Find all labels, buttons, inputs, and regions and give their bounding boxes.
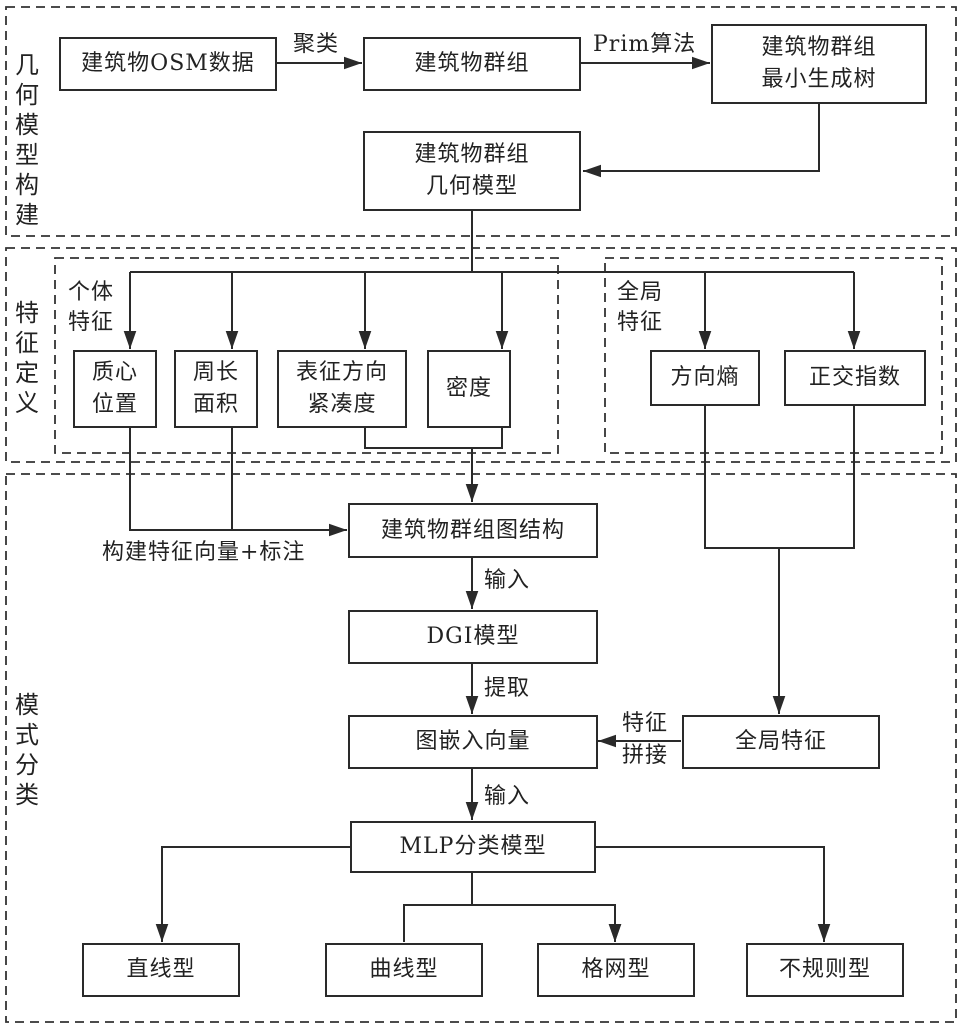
edge-global-merge (704, 405, 855, 549)
node-line: 位置 (91, 392, 138, 417)
node-perimeter-area[interactable]: 周长 面积 (174, 350, 258, 428)
edge-label-prim: Prim算法 (593, 32, 697, 57)
node-orthogonal-index[interactable]: 正交指数 (784, 350, 926, 406)
section-label-classify: 模式分类 (15, 691, 39, 809)
node-building-group[interactable]: 建筑物群组 (363, 37, 581, 91)
section-label-feature: 特征定义 (15, 299, 39, 417)
node-line: 建筑物群组 (414, 142, 530, 167)
node-global-features[interactable]: 全局特征 (682, 715, 880, 769)
node-line: 几何模型 (425, 174, 518, 199)
edge-label-input-1: 输入 (484, 568, 531, 593)
section-classify-frame (5, 473, 957, 1023)
group-label-line: 全局 (617, 280, 664, 305)
node-graph-structure[interactable]: 建筑物群组图结构 (348, 503, 598, 558)
edge-label-line: 特征 (622, 711, 669, 736)
edge-label-extract: 提取 (484, 676, 531, 701)
node-line: 紧凑度 (307, 392, 377, 417)
edge-to-straight (155, 846, 350, 942)
node-geometry-model[interactable]: 建筑物群组 几何模型 (363, 131, 581, 211)
edge-label-line: 拼接 (622, 743, 669, 768)
edge-to-curve (403, 904, 622, 942)
group-label-individual: 个体 特征 (68, 278, 114, 338)
edge-to-irregular (595, 846, 831, 942)
edge-label-concat: 特征 拼接 (622, 708, 668, 772)
node-curve-type[interactable]: 曲线型 (325, 943, 483, 997)
edge-label-cluster: 聚类 (293, 32, 340, 57)
node-line: 质心 (91, 360, 138, 385)
group-global-frame (604, 257, 943, 454)
section-label-geometry: 几何模型构建 (15, 51, 39, 229)
node-dgi-model[interactable]: DGI模型 (348, 610, 598, 664)
node-mst[interactable]: 建筑物群组 最小生成树 (711, 24, 927, 104)
node-irregular-type[interactable]: 不规则型 (746, 943, 904, 997)
group-label-line: 特征 (68, 310, 115, 335)
section-geometry-frame (5, 6, 957, 237)
group-label-line: 特征 (617, 310, 664, 335)
node-straight-type[interactable]: 直线型 (82, 943, 240, 997)
group-label-line: 个体 (68, 280, 115, 305)
node-line: 面积 (192, 392, 239, 417)
edge-mst-geom (583, 103, 820, 178)
node-grid-type[interactable]: 格网型 (537, 943, 695, 997)
node-centroid[interactable]: 质心 位置 (73, 350, 157, 428)
group-label-global: 全局 特征 (617, 278, 663, 338)
group-individual-frame (54, 257, 559, 454)
node-density[interactable]: 密度 (427, 350, 511, 428)
node-direction-entropy[interactable]: 方向熵 (650, 350, 760, 406)
section-feature-frame (5, 247, 957, 463)
edge-label-build-vector: 构建特征向量+标注 (102, 540, 306, 565)
node-mlp-model[interactable]: MLP分类模型 (350, 821, 596, 873)
node-osm-data[interactable]: 建筑物OSM数据 (59, 37, 277, 91)
node-orientation-compactness[interactable]: 表征方向 紧凑度 (277, 350, 407, 428)
node-line: 周长 (192, 360, 239, 385)
node-line: 最小生成树 (761, 67, 877, 92)
node-line: 建筑物群组 (761, 35, 877, 60)
node-line: 表征方向 (295, 360, 388, 385)
edge-label-input-2: 输入 (484, 784, 531, 809)
edge-ind-to-graph (129, 427, 347, 537)
node-graph-embedding[interactable]: 图嵌入向量 (348, 715, 598, 769)
